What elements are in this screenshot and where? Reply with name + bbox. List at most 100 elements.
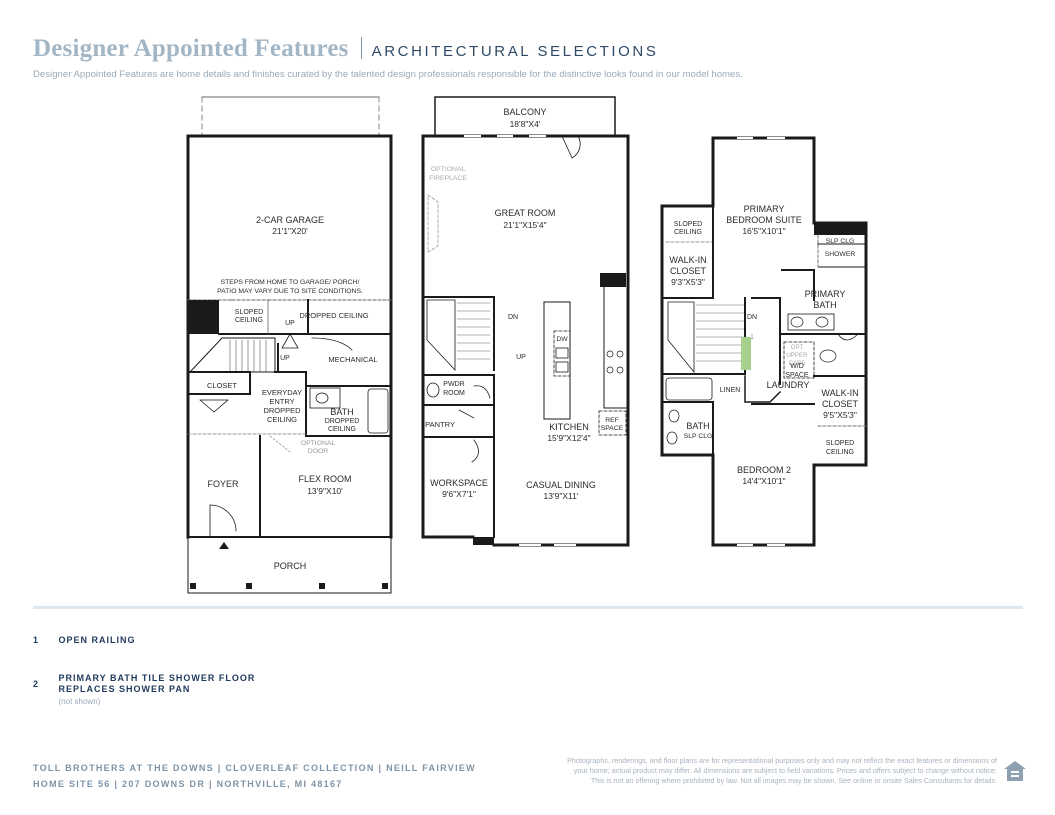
title-separator: [360, 37, 362, 59]
great-room-name: GREAT ROOM: [495, 208, 556, 218]
powder-room-line1: PWDR: [443, 381, 464, 388]
bath-3-slp-clg: SLP CLG: [684, 433, 713, 440]
walk-in-closet-b-dimension: 9'5"X5'3": [823, 410, 857, 420]
walk-in-closet-a-dimension: 9'3"X5'3": [671, 277, 705, 287]
everyday-entry-line4: CEILING: [267, 415, 297, 424]
bath-label: BATH: [330, 407, 353, 417]
primary-suite-line1: PRIMARY: [744, 204, 785, 214]
flex-room-dimension: 13'9"X10': [307, 486, 343, 496]
walk-in-closet-a-line1: WALK-IN: [669, 255, 706, 265]
flex-room-name: FLEX ROOM: [298, 474, 351, 484]
kitchen-dimension: 15'9"X12'4": [547, 433, 590, 443]
bedroom-2-dimension: 14'4"X10'1": [742, 476, 785, 486]
equal-housing-opportunity-icon: [1004, 761, 1026, 781]
kitchen-name: KITCHEN: [549, 422, 589, 432]
everyday-entry-line2: ENTRY: [269, 397, 294, 406]
bath-dropped-line2: CEILING: [328, 426, 356, 433]
sloped-ceiling-label: SLOPED: [235, 309, 263, 316]
everyday-entry-line3: DROPPED: [263, 406, 301, 415]
shower-label: SHOWER: [825, 251, 856, 258]
selection-label-group: PRIMARY BATH TILE SHOWER FLOOR REPLACES …: [59, 673, 256, 707]
fireplace-line2: FIREPLACE: [429, 175, 467, 182]
primary-suite-line2: BEDROOM SUITE: [726, 215, 802, 225]
floor-2-plan: [421, 96, 630, 547]
wd-space-line2: SPACE: [785, 372, 809, 379]
porch-label: PORCH: [274, 561, 307, 571]
pantry-label: PANTRY: [425, 420, 455, 429]
fireplace-line1: OPTIONAL: [431, 166, 466, 173]
mechanical-label: MECHANICAL: [328, 355, 377, 364]
page-subtitle: ARCHITECTURAL SELECTIONS: [371, 43, 659, 60]
laundry-label: LAUNDRY: [767, 380, 810, 390]
footer-line1: TOLL BROTHERS AT THE DOWNS | CLOVERLEAF …: [33, 763, 476, 773]
opt-upper-cabs-line2: UPPER: [786, 352, 808, 359]
stair-up-label-b: UP: [280, 355, 290, 362]
linen-label: LINEN: [720, 387, 741, 394]
optional-door-line2: DOOR: [308, 448, 328, 455]
primary-suite-dimension: 16'5"X10'1": [742, 226, 785, 236]
garage-dimension: 21'1"X20': [272, 226, 308, 236]
disclaimer-line1: Photographs, renderings, and floor plans…: [567, 756, 997, 765]
disclaimer-line3: This is not an offering where prohibited…: [590, 776, 997, 785]
steps-note-line2: PATIO MAY VARY DUE TO SITE CONDITIONS.: [217, 288, 363, 295]
shower-slp-clg-label: SLP CLG: [826, 238, 855, 245]
stair-up-label-a: UP: [285, 320, 295, 327]
selection-number: 1: [33, 635, 40, 645]
selection-item: 2 PRIMARY BATH TILE SHOWER FLOOR REPLACE…: [33, 673, 255, 707]
floor-1-plan: [186, 96, 393, 594]
selection-note: (not shown): [58, 697, 101, 706]
walk-in-closet-a-line2: CLOSET: [670, 266, 707, 276]
sloped-ceiling-a-line1: SLOPED: [674, 221, 702, 228]
dropped-ceiling-label: DROPPED CEILING: [299, 311, 368, 320]
primary-bath-line2: BATH: [813, 300, 836, 310]
disclaimer-line2: your home; actual product may differ. Al…: [573, 766, 997, 775]
balcony-dimension: 18'8"X4': [510, 119, 541, 129]
bedroom-2-name: BEDROOM 2: [737, 465, 791, 475]
entry-triangle-icon: [219, 542, 229, 549]
optional-door-line1: OPTIONAL: [301, 440, 336, 447]
sloped-ceiling-b-line2: CEILING: [826, 449, 854, 456]
footer-address: TOLL BROTHERS AT THE DOWNS | CLOVERLEAF …: [33, 760, 476, 792]
foyer-label: FOYER: [207, 479, 239, 489]
workspace-name: WORKSPACE: [430, 478, 488, 488]
selection-label-line1: PRIMARY BATH TILE SHOWER FLOOR: [58, 673, 256, 683]
opt-upper-cabs-line3: CABS: [789, 360, 806, 367]
selection-number: 2: [33, 679, 40, 689]
sloped-ceiling-label-2: CEILING: [235, 317, 263, 324]
powder-room-line2: ROOM: [443, 390, 465, 397]
casual-dining-dimension: 13'9"X11': [544, 491, 579, 501]
bath-dropped-line1: DROPPED: [325, 418, 360, 425]
walk-in-closet-b-line1: WALK-IN: [821, 388, 858, 398]
page-header: Designer Appointed Features ARCHITECTURA…: [33, 34, 1033, 80]
garage-name: 2-CAR GARAGE: [256, 215, 324, 225]
primary-bath-line1: PRIMARY: [805, 289, 846, 299]
section-divider: [33, 606, 1023, 609]
stair-up-label: UP: [516, 354, 526, 361]
casual-dining-name: CASUAL DINING: [526, 480, 596, 490]
dishwasher-label: DW: [556, 336, 568, 343]
sloped-ceiling-a-line2: CEILING: [674, 229, 702, 236]
selection-item: 1 OPEN RAILING: [33, 635, 136, 646]
opt-upper-cabs-line1: OPT: [791, 344, 804, 351]
stair-down-label: DN: [508, 314, 518, 321]
balcony-name: BALCONY: [503, 107, 546, 117]
page-title: Designer Appointed Features: [33, 35, 349, 62]
selection-label-line2: REPLACES SHOWER PAN: [58, 684, 191, 694]
walk-in-closet-b-line2: CLOSET: [822, 399, 859, 409]
ref-space-line1: REF: [605, 417, 619, 424]
open-railing-highlight: [741, 337, 751, 370]
wd-space-line1: W/D: [790, 363, 804, 370]
great-room-dimension: 21'1"X15'4": [503, 220, 546, 230]
stair-down-label-3: DN: [747, 314, 757, 321]
disclaimer: Photographs, renderings, and floor plans…: [517, 756, 997, 786]
steps-note-line1: STEPS FROM HOME TO GARAGE/ PORCH/: [221, 279, 360, 286]
page-description: Designer Appointed Features are home det…: [33, 69, 743, 80]
sloped-ceiling-b-line1: SLOPED: [826, 440, 854, 447]
title-row: Designer Appointed Features ARCHITECTURA…: [33, 34, 1033, 63]
closet-label: CLOSET: [207, 381, 237, 390]
floor-3-plan: [660, 136, 868, 547]
selection-label: OPEN RAILING: [58, 635, 136, 645]
ref-space-line2: SPACE: [601, 425, 624, 432]
everyday-entry-line1: EVERYDAY: [262, 388, 302, 397]
